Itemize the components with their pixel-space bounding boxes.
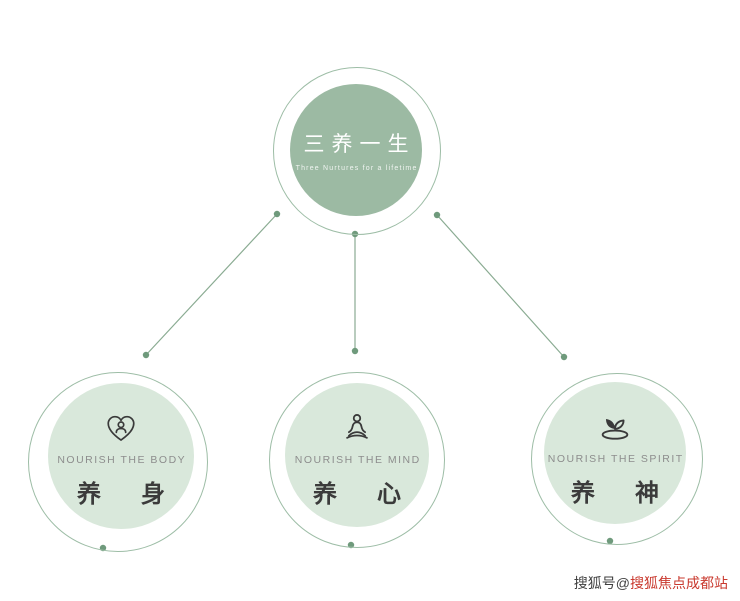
root-node-ring [273,67,441,235]
mind-node-ring [269,372,445,548]
body-node-label: 养身 [77,481,205,508]
root-node-title: 三养一生 [303,133,416,156]
heart-care-icon [104,411,138,447]
body-node-caption: NOURISH THE BODY [57,454,187,466]
sprout-bowl-icon [596,410,634,446]
watermark-account: 搜狐焦点成都站 [630,575,728,591]
meditation-icon [339,411,375,447]
root-node: 三养一生 Three Nurtures for a lifetime [290,84,422,216]
watermark: 搜狐号@搜狐焦点成都站 [574,573,728,593]
body-node: NOURISH THE BODY 养身 [48,383,194,529]
root-node-subtitle: Three Nurtures for a lifetime [295,165,418,172]
body-node-ring [28,372,208,552]
mind-node-caption: NOURISH THE MIND [294,454,421,466]
spirit-node-caption: NOURISH THE SPIRIT [547,453,684,465]
mind-node: NOURISH THE MIND 养心 [285,383,429,527]
spirit-node: NOURISH THE SPIRIT 养神 [544,382,686,524]
spirit-node-label: 养神 [571,480,699,507]
watermark-prefix: 搜狐号@ [573,575,630,591]
spirit-node-ring [531,373,703,545]
connector-lines [145,213,565,358]
mind-node-label: 养心 [313,481,441,508]
